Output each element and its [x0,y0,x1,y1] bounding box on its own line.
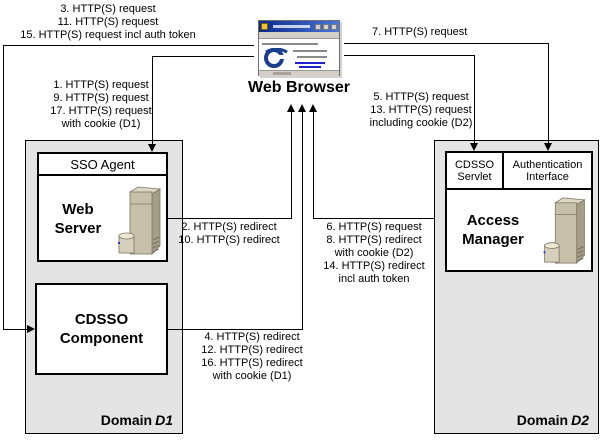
sso-agent-box: SSO Agent Web Server [37,152,168,262]
browser-text-line [262,43,318,45]
flow-step: 16. HTTP(S) redirect [201,357,303,369]
flow-line-1-9-17 [152,56,153,145]
cdsso-component-box: CDSSO Component [35,283,168,375]
domain-d2-label-id: D2 [571,412,589,428]
flow-line-3-11-15 [3,45,4,330]
domain-d1-label-id: D1 [155,412,173,428]
flow-step: 17. HTTP(S) request [50,105,152,117]
flow-step: 7. HTTP(S) request [372,26,468,38]
browser-text-line [293,50,327,52]
flow-step: with cookie (D1) [212,370,292,382]
arrowhead-into-sso-agent [148,144,156,152]
web-browser-window-icon [258,20,340,76]
flow-step: 4. HTTP(S) redirect [204,331,300,343]
flow-step: with cookie (D2) [334,247,414,259]
web-server-title: Web Server [54,201,102,237]
flow-line-7 [344,43,549,44]
authentication-interface-cell: Authentication Interface [512,158,583,183]
domain-d1-label-prefix: Domain [100,412,153,428]
browser-text-line [297,56,327,58]
browser-app-icon [261,23,268,30]
label-browser-to-sso-agent: 1. HTTP(S) request 9. HTTP(S) request 17… [50,79,151,131]
label-browser-to-cdsso-servlet: 5. HTTP(S) request 13. HTTP(S) request i… [370,91,473,130]
flow-step: 12. HTTP(S) redirect [201,344,303,356]
sso-agent-title: SSO Agent [70,156,135,172]
flow-line-6-8-14 [313,112,314,219]
browser-scrollbar [259,70,339,76]
flow-step: 1. HTTP(S) request [53,79,149,91]
access-manager-title: Access Manager [462,212,524,248]
arrowhead-into-auth-interface [544,143,552,151]
flow-line-3-11-15 [3,45,254,46]
flow-step: 9. HTTP(S) request [53,92,149,104]
flow-step: incl auth token [338,273,410,285]
maximize-icon [323,23,329,30]
flow-step: 6. HTTP(S) request [326,221,422,233]
flow-line-4-12-16 [302,112,303,330]
arrowhead-into-cdsso-servlet [470,143,478,151]
flow-line-3-11-15 [3,329,29,330]
flow-line-5-13 [474,55,475,144]
close-icon [331,23,337,30]
flow-line-2-10 [291,112,292,219]
flow-step: with cookie (D1) [61,118,141,130]
flow-line-5-13 [344,55,475,56]
browser-link-line [295,62,325,64]
server-icon [543,197,586,265]
flow-line-2-10 [168,218,292,219]
arrowhead-into-cdsso-component [27,325,35,333]
label-web-server-to-browser: 2. HTTP(S) redirect 10. HTTP(S) redirect [178,221,279,247]
browser-logo-swoosh-icon [264,48,288,68]
access-manager-body: Access Manager [447,190,591,270]
server-icon [118,186,162,255]
cdsso-component-title: CDSSO Component [59,311,144,347]
flow-step: 5. HTTP(S) request [373,91,469,103]
browser-title-text [273,25,310,28]
web-server-body: Web Server [39,176,166,262]
browser-content [259,39,339,70]
label-cdsso-component-to-browser: 4. HTTP(S) redirect 12. HTTP(S) redirect… [201,331,302,383]
cdsso-servlet-cell: CDSSO Servlet [447,153,504,188]
access-manager-header: CDSSO Servlet Authentication Interface [447,153,591,190]
sso-agent-header: SSO Agent [39,154,166,176]
flow-step: 13. HTTP(S) request [370,104,472,116]
browser-titlebar [259,21,339,32]
flow-line-1-9-17 [152,56,254,57]
arrowhead-into-browser [298,104,306,112]
domain-d2-label-prefix: Domain [516,412,569,428]
flow-step: 15. HTTP(S) request incl auth token [20,29,196,41]
flow-line-4-12-16 [168,329,303,330]
flow-step: 10. HTTP(S) redirect [178,234,280,246]
flow-step: 3. HTTP(S) request [60,3,156,15]
flow-line-7 [548,43,549,144]
browser-menubar [259,32,339,39]
arrowhead-into-browser [287,104,295,112]
flow-step: 8. HTTP(S) redirect [326,234,422,246]
flow-line-6-8-14 [313,218,435,219]
web-browser-label: Web Browser [248,79,350,96]
browser-scrollbar-thumb [273,72,291,75]
label-access-manager-to-browser: 6. HTTP(S) request 8. HTTP(S) redirect w… [323,221,424,286]
label-browser-to-cdsso-component: 3. HTTP(S) request 11. HTTP(S) request 1… [20,3,195,42]
label-browser-to-auth-interface: 7. HTTP(S) request [372,26,467,39]
access-manager-box: CDSSO Servlet Authentication Interface A… [445,151,593,272]
minimize-icon [315,23,321,30]
flow-step: 2. HTTP(S) redirect [181,221,277,233]
arrowhead-into-browser [309,104,317,112]
flow-step: 14. HTTP(S) redirect [323,260,425,272]
flow-step: 11. HTTP(S) request [57,16,159,28]
flow-step: including cookie (D2) [369,117,473,129]
browser-link-line [299,66,321,68]
